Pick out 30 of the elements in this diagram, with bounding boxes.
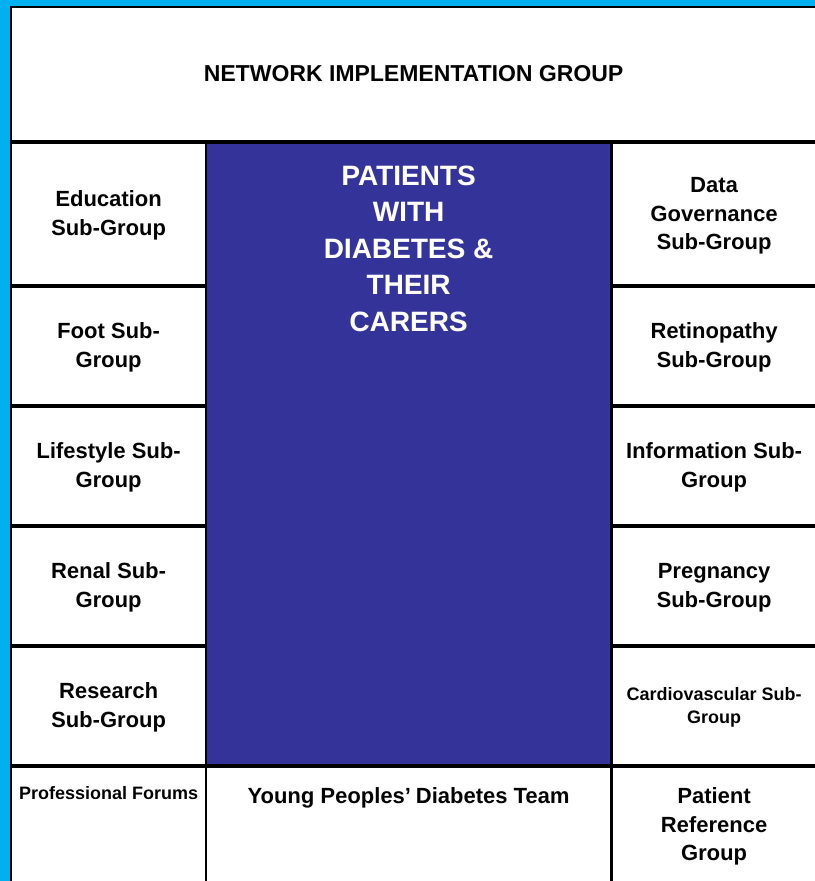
group-name: PATIENTS WITH DIABETES & THEIR CARERS — [322, 159, 494, 339]
group-box — [12, 648, 205, 764]
group-box — [613, 408, 815, 524]
group-name: Lifestyle Sub-Group — [35, 437, 182, 494]
group-box — [613, 768, 815, 881]
group-name: Patient Reference Group — [660, 782, 768, 868]
group-box — [207, 768, 610, 881]
group-box — [613, 528, 815, 644]
group-name: Foot Sub-Group — [56, 317, 161, 374]
group-name: Data Governance Sub-Group — [649, 171, 779, 256]
group-name: Young Peoples’ Diabetes Team — [248, 782, 570, 810]
group-box — [613, 288, 815, 404]
title-text: NETWORK IMPLEMENTATION GROUP — [204, 59, 624, 88]
group-box — [12, 768, 205, 881]
group-name: Education Sub-Group — [50, 185, 167, 242]
group-box — [12, 8, 815, 140]
center-panel — [207, 144, 610, 764]
group-name: Information Sub-Group — [625, 437, 803, 494]
group-box — [613, 144, 815, 284]
group-box — [12, 408, 205, 524]
group-name: Renal Sub-Group — [50, 557, 167, 614]
group-name: Research Sub-Group — [50, 677, 167, 734]
group-box — [12, 144, 205, 284]
group-name: Cardiovascular Sub-Group — [625, 682, 803, 729]
group-name: Professional Forums — [18, 782, 198, 805]
group-box — [12, 288, 205, 404]
group-box — [613, 648, 815, 764]
group-name: Pregnancy Sub-Group — [656, 557, 772, 614]
group-box — [12, 528, 205, 644]
group-name: Retinopathy Sub-Group — [649, 317, 779, 374]
